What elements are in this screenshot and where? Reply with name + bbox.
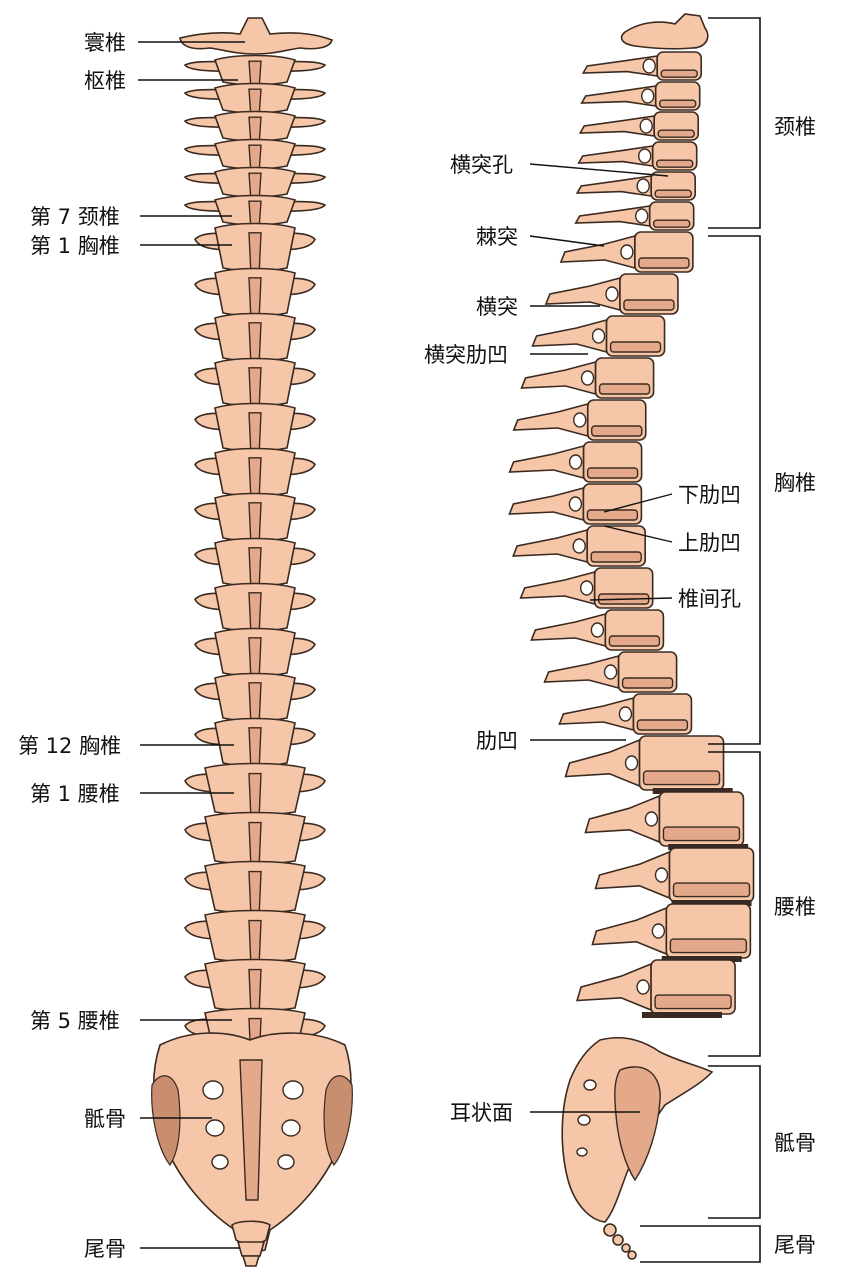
lateral-vertebra xyxy=(559,231,694,273)
lateral-vertebra xyxy=(558,693,693,735)
lateral-vertebra xyxy=(564,735,725,791)
posterior-vertebra xyxy=(184,909,326,968)
label-transverse-foramen: 横突孔 xyxy=(450,153,513,177)
posterior-vertebra xyxy=(194,717,316,772)
posterior-labels: 寰椎 枢椎 第 7 颈椎 第 1 胸椎 第 12 胸椎 第 1 腰椎 第 5 腰… xyxy=(18,31,245,1261)
posterior-vertebra xyxy=(184,860,326,919)
posterior-vertebra xyxy=(194,582,316,637)
posterior-vertebra xyxy=(184,762,326,821)
posterior-sacrum xyxy=(151,1032,353,1267)
posterior-vertebra xyxy=(184,958,326,1017)
posterior-view-spine xyxy=(183,54,327,1066)
posterior-vertebra xyxy=(194,492,316,547)
lateral-vertebra xyxy=(544,273,679,315)
lateral-vertebra xyxy=(581,51,703,81)
region-thoracic: 胸椎 xyxy=(774,471,816,495)
region-brackets: 颈椎 胸椎 腰椎 骶骨 尾骨 xyxy=(640,17,816,1263)
label-intervertebral-foramen: 椎间孔 xyxy=(678,587,741,611)
lateral-vertebra xyxy=(578,111,700,141)
posterior-vertebra xyxy=(194,222,316,277)
label-transverse-process: 横突 xyxy=(476,295,518,319)
posterior-atlas xyxy=(179,17,333,55)
posterior-vertebra xyxy=(194,267,316,322)
label-t12: 第 12 胸椎 xyxy=(18,734,121,758)
region-sacral: 骶骨 xyxy=(774,1131,816,1155)
posterior-vertebra xyxy=(194,447,316,502)
lateral-left-labels: 横突孔 棘突 横突 横突肋凹 肋凹 耳状面 xyxy=(424,153,669,1125)
region-lumbar: 腰椎 xyxy=(774,895,816,919)
posterior-vertebra xyxy=(194,537,316,592)
lateral-sacrum xyxy=(561,1036,714,1260)
label-l1: 第 1 腰椎 xyxy=(30,782,120,806)
label-auricular-surface: 耳状面 xyxy=(450,1101,513,1125)
label-transverse-costal-facet: 横突肋凹 xyxy=(424,343,508,367)
label-spinous-process: 棘突 xyxy=(476,225,518,249)
label-inferior-costal-facet: 下肋凹 xyxy=(678,483,741,507)
label-atlas: 寰椎 xyxy=(84,31,126,55)
label-costal-facet: 肋凹 xyxy=(476,729,518,753)
lateral-vertebra xyxy=(520,357,655,399)
posterior-vertebra xyxy=(184,811,326,870)
posterior-vertebra xyxy=(194,312,316,367)
lateral-vertebra xyxy=(594,847,755,903)
lateral-vertebra xyxy=(511,525,646,567)
posterior-vertebra xyxy=(194,627,316,682)
lateral-vertebra xyxy=(531,315,666,357)
lateral-vertebra xyxy=(577,141,698,171)
label-t1: 第 1 胸椎 xyxy=(30,234,120,258)
lateral-vertebra xyxy=(575,171,697,201)
lateral-vertebra xyxy=(508,483,643,525)
lateral-vertebra xyxy=(530,609,665,651)
label-coccyx: 尾骨 xyxy=(84,1237,126,1261)
posterior-vertebra xyxy=(194,672,316,727)
posterior-vertebra xyxy=(194,357,316,412)
lateral-vertebra xyxy=(574,201,695,231)
region-coccygeal: 尾骨 xyxy=(774,1233,816,1257)
label-superior-costal-facet: 上肋凹 xyxy=(678,531,741,555)
lateral-vertebra xyxy=(543,651,678,693)
region-cervical: 颈椎 xyxy=(774,115,816,139)
label-axis: 枢椎 xyxy=(84,69,126,93)
label-c7: 第 7 颈椎 xyxy=(30,205,120,229)
lateral-vertebra xyxy=(591,903,752,959)
label-l5: 第 5 腰椎 xyxy=(30,1009,120,1033)
lateral-vertebra xyxy=(580,81,701,111)
lateral-vertebra xyxy=(575,959,736,1015)
lateral-atlas xyxy=(620,13,709,50)
posterior-vertebra xyxy=(194,402,316,457)
lateral-vertebra xyxy=(512,399,647,441)
lateral-right-labels: 下肋凹 上肋凹 椎间孔 xyxy=(589,483,741,611)
lateral-vertebra xyxy=(584,791,745,847)
lateral-vertebra xyxy=(519,567,654,609)
label-sacrum: 骶骨 xyxy=(84,1107,126,1131)
lateral-view-spine xyxy=(508,51,755,1018)
lateral-vertebra xyxy=(508,441,643,483)
